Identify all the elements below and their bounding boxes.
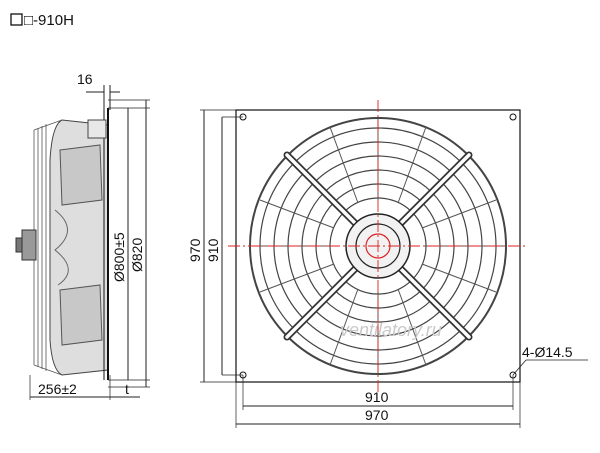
shaft-end [15, 237, 23, 253]
mount-hole-tr [509, 113, 517, 121]
model-title: □-910H [24, 12, 74, 29]
front-view [200, 100, 588, 428]
terminal-box [87, 119, 107, 139]
dim-outer-label: Ø820 [129, 238, 145, 272]
motor-fin-upper [59, 144, 103, 206]
side-guard-grille [33, 119, 63, 376]
motor-fin-lower [59, 284, 103, 346]
dim-t-label: t [125, 381, 129, 397]
centerlines [228, 100, 528, 392]
dim-ring-label: Ø800±5 [111, 232, 127, 282]
watermark: ventilatory.ru [340, 320, 442, 340]
hole-leader [512, 359, 527, 376]
blade-outline [54, 209, 69, 286]
dim-flange-label: 16 [77, 71, 93, 87]
dim-width-inner-label: 910 [365, 389, 389, 405]
shaft-hub [21, 229, 37, 261]
dim-height-outer-label: 970 [187, 238, 203, 262]
dim-height-inner-label: 910 [205, 238, 221, 262]
holes-label: 4-Ø14.5 [522, 344, 573, 360]
side-view [15, 85, 150, 400]
dim-width-outer-label: 970 [365, 407, 389, 423]
square-symbol-icon [10, 13, 23, 26]
dim-depth-label: 256±2 [38, 381, 77, 397]
